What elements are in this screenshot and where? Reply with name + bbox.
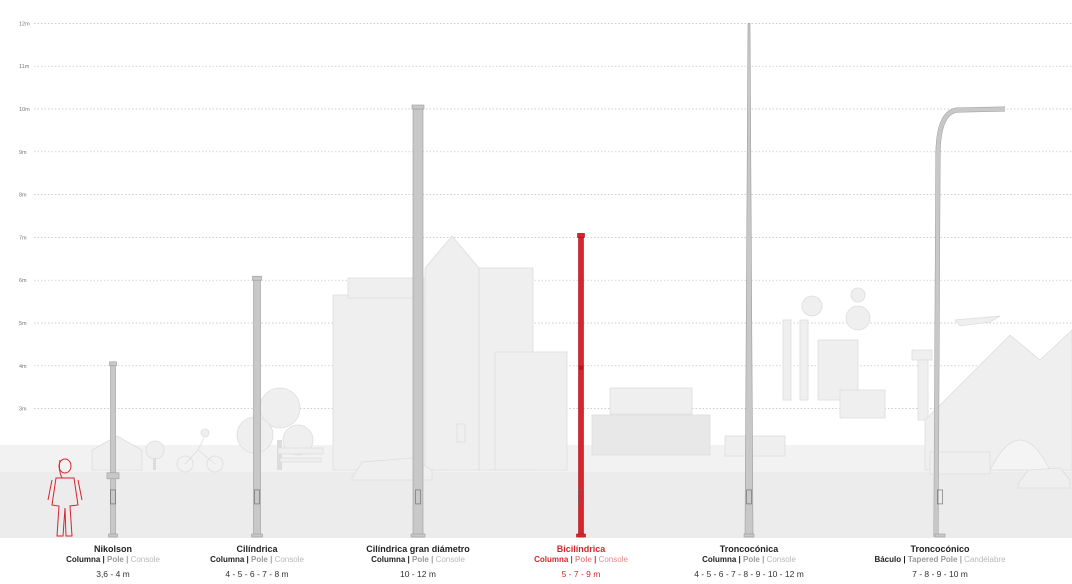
pole-cap: [252, 275, 262, 281]
pole-types: Columna | Pole | Console: [157, 555, 357, 565]
separator: |: [100, 555, 107, 564]
pole-heights: 4 - 5 - 6 - 7 - 8 - 9 - 10 - 12 m: [694, 569, 804, 579]
pole-4: [576, 233, 586, 538]
separator: |: [736, 555, 743, 564]
pole-name: Bicilíndrica: [556, 544, 606, 554]
pole-base: [251, 533, 263, 538]
type-primary: Columna: [210, 555, 245, 564]
pole-base: [108, 533, 118, 538]
caption-nikolson: Nikolson Columna | Pole | Console 3,6 - …: [13, 544, 213, 579]
type-tertiary: Console: [598, 555, 628, 564]
pole-arm: [934, 107, 1006, 538]
type-secondary: Pole: [574, 555, 592, 564]
pole-heights: 3,6 - 4 m: [96, 569, 130, 579]
pole-shaft: [412, 108, 424, 538]
type-tertiary: Console: [130, 555, 160, 564]
separator: |: [901, 555, 908, 564]
pole-shaft: [744, 23, 754, 538]
separator: |: [267, 555, 275, 564]
pole-types: Columna | Pole | Console: [649, 555, 849, 565]
pole-door: [937, 489, 943, 505]
axis-tick-label: 5m: [19, 321, 27, 327]
axis-tick-label: 10m: [19, 107, 30, 113]
pole-collar: [106, 472, 120, 480]
type-tertiary: Console: [766, 555, 796, 564]
axis-tick-label: 3m: [19, 407, 27, 413]
separator: |: [591, 555, 599, 564]
pole-cap: [109, 361, 117, 367]
type-secondary: Pole: [106, 555, 124, 564]
height-comparison-diagram: 1m2m3m4m5m6m7m8m9m10m11m12m: [0, 21, 1072, 538]
axis-tick-label: 4m: [19, 364, 27, 370]
type-secondary: Pole: [742, 555, 760, 564]
axis-tick-label: 12m: [19, 21, 30, 27]
type-primary: Columna: [66, 555, 101, 564]
type-secondary: Pole: [250, 555, 268, 564]
type-secondary: Pole: [411, 555, 429, 564]
pole-types: Columna | Pole | Console: [318, 555, 518, 565]
separator: |: [568, 555, 575, 564]
axis-tick-label: 6m: [19, 278, 27, 284]
type-secondary: Tapered Pole: [907, 555, 958, 564]
caption-cilindrica-gran-diametro: Cilíndrica gran diámetro Columna | Pole …: [318, 544, 518, 579]
pole-cap: [577, 233, 585, 238]
separator: |: [244, 555, 251, 564]
type-primary: Columna: [534, 555, 569, 564]
pole-heights: 7 - 8 - 9 - 10 m: [912, 569, 968, 579]
pole-door: [746, 489, 752, 505]
background-scene: [0, 235, 1072, 538]
pole-types: Báculo | Tapered Pole | Candélabre: [840, 555, 1040, 565]
type-primary: Columna: [702, 555, 737, 564]
axis-tick-label: 11m: [19, 64, 30, 70]
pole-door: [578, 489, 584, 505]
caption-troncoconica: Troncocónica Columna | Pole | Console 4 …: [649, 544, 849, 579]
pole-base: [410, 533, 426, 538]
pole-name: Troncocónico: [910, 544, 970, 554]
separator: |: [759, 555, 767, 564]
pole-base: [743, 533, 755, 538]
pole-door: [254, 489, 260, 505]
pole-3: [410, 104, 426, 538]
separator: |: [123, 555, 131, 564]
pole-6: [933, 106, 1006, 538]
type-primary: Báculo: [874, 555, 902, 564]
pole-heights: 5 - 7 - 9 m: [561, 569, 601, 579]
pole-door: [110, 489, 116, 505]
axis-tick-label: 9m: [19, 150, 27, 156]
axis-tick-label: 7m: [19, 235, 27, 241]
type-tertiary: Console: [435, 555, 465, 564]
pole-1: [106, 361, 120, 538]
pole-types: Columna | Pole | Console: [481, 555, 681, 565]
pole-name: Cilíndrica gran diámetro: [366, 544, 470, 554]
poles-group: [106, 23, 1006, 538]
type-tertiary: Candélabre: [964, 555, 1006, 564]
pole-joint: [578, 365, 584, 370]
person-scale-figure: [47, 458, 83, 537]
separator: |: [405, 555, 412, 564]
pole-5: [743, 23, 755, 538]
caption-troncoconico: Troncocónico Báculo | Tapered Pole | Can…: [840, 544, 1040, 579]
pole-base: [576, 533, 586, 538]
pole-cap: [411, 104, 425, 110]
separator: |: [957, 555, 965, 564]
pole-shaft: [110, 365, 116, 538]
pole-heights: 4 - 5 - 6 - 7 - 8 m: [225, 569, 289, 579]
caption-cilindrica: Cilíndrica Columna | Pole | Console 4 - …: [157, 544, 357, 579]
pole-types: Columna | Pole | Console: [13, 555, 213, 565]
caption-bicilindrica: Bicilíndrica Columna | Pole | Console 5 …: [481, 544, 681, 579]
pole-heights: 10 - 12 m: [400, 569, 436, 579]
pole-2: [251, 275, 263, 538]
type-primary: Columna: [371, 555, 406, 564]
pole-shaft: [578, 237, 584, 538]
pole-door: [415, 489, 421, 505]
pole-name: Nikolson: [93, 544, 132, 554]
pole-name: Troncocónica: [719, 544, 779, 554]
type-tertiary: Console: [274, 555, 304, 564]
pole-base: [934, 533, 946, 538]
pole-name: Cilíndrica: [236, 544, 278, 554]
axis-tick-label: 8m: [19, 193, 27, 199]
separator: |: [428, 555, 436, 564]
